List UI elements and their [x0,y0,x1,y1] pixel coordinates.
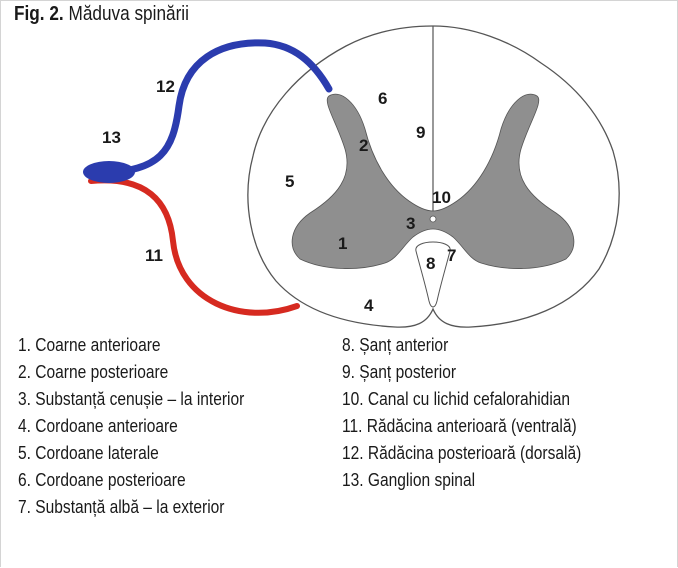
label-5: 5 [285,172,294,191]
legend-item: 3. Substanță cenușie – la interior [18,385,244,412]
label-12: 12 [156,77,175,96]
legend-item: 6. Cordoane posterioare [18,466,244,493]
figure-caption: Fig. 2. Măduva spinării [14,3,189,26]
label-6: 6 [378,89,387,108]
legend-item: 9. Șanț posterior [342,358,581,385]
label-4: 4 [364,296,374,315]
legend-item: 7. Substanță albă – la exterior [18,493,244,520]
spinal-cord-diagram: 1 2 3 4 5 6 7 8 9 10 11 12 13 [1,1,677,331]
label-10: 10 [432,188,451,207]
figure-number: Fig. 2. [14,3,64,25]
legend-item: 8. Șanț anterior [342,331,581,358]
legend-item: 10. Canal cu lichid cefalorahidian [342,385,581,412]
legend-item: 5. Cordoane laterale [18,439,244,466]
legend-item: 13. Ganglion spinal [342,466,581,493]
legend-item: 1. Coarne anterioare [18,331,244,358]
legend-item: 2. Coarne posterioare [18,358,244,385]
legend-item: 12. Rădăcina posterioară (dorsală) [342,439,581,466]
legend-item: 11. Rădăcina anterioară (ventrală) [342,412,581,439]
label-2: 2 [359,136,368,155]
label-13: 13 [102,128,121,147]
legend-right-column: 8. Șanț anterior 9. Șanț posterior 10. C… [342,331,627,493]
central-canal [430,216,436,222]
label-3: 3 [406,214,415,233]
legend-item: 4. Cordoane anterioare [18,412,244,439]
figure-title: Măduva spinării [68,3,188,25]
label-11: 11 [145,246,163,265]
legend-left-column: 1. Coarne anterioare 2. Coarne posterioa… [18,331,287,520]
label-9: 9 [416,123,425,142]
label-8: 8 [426,254,435,273]
spinal-ganglion [83,161,135,183]
label-7: 7 [447,246,456,265]
label-1: 1 [338,234,347,253]
